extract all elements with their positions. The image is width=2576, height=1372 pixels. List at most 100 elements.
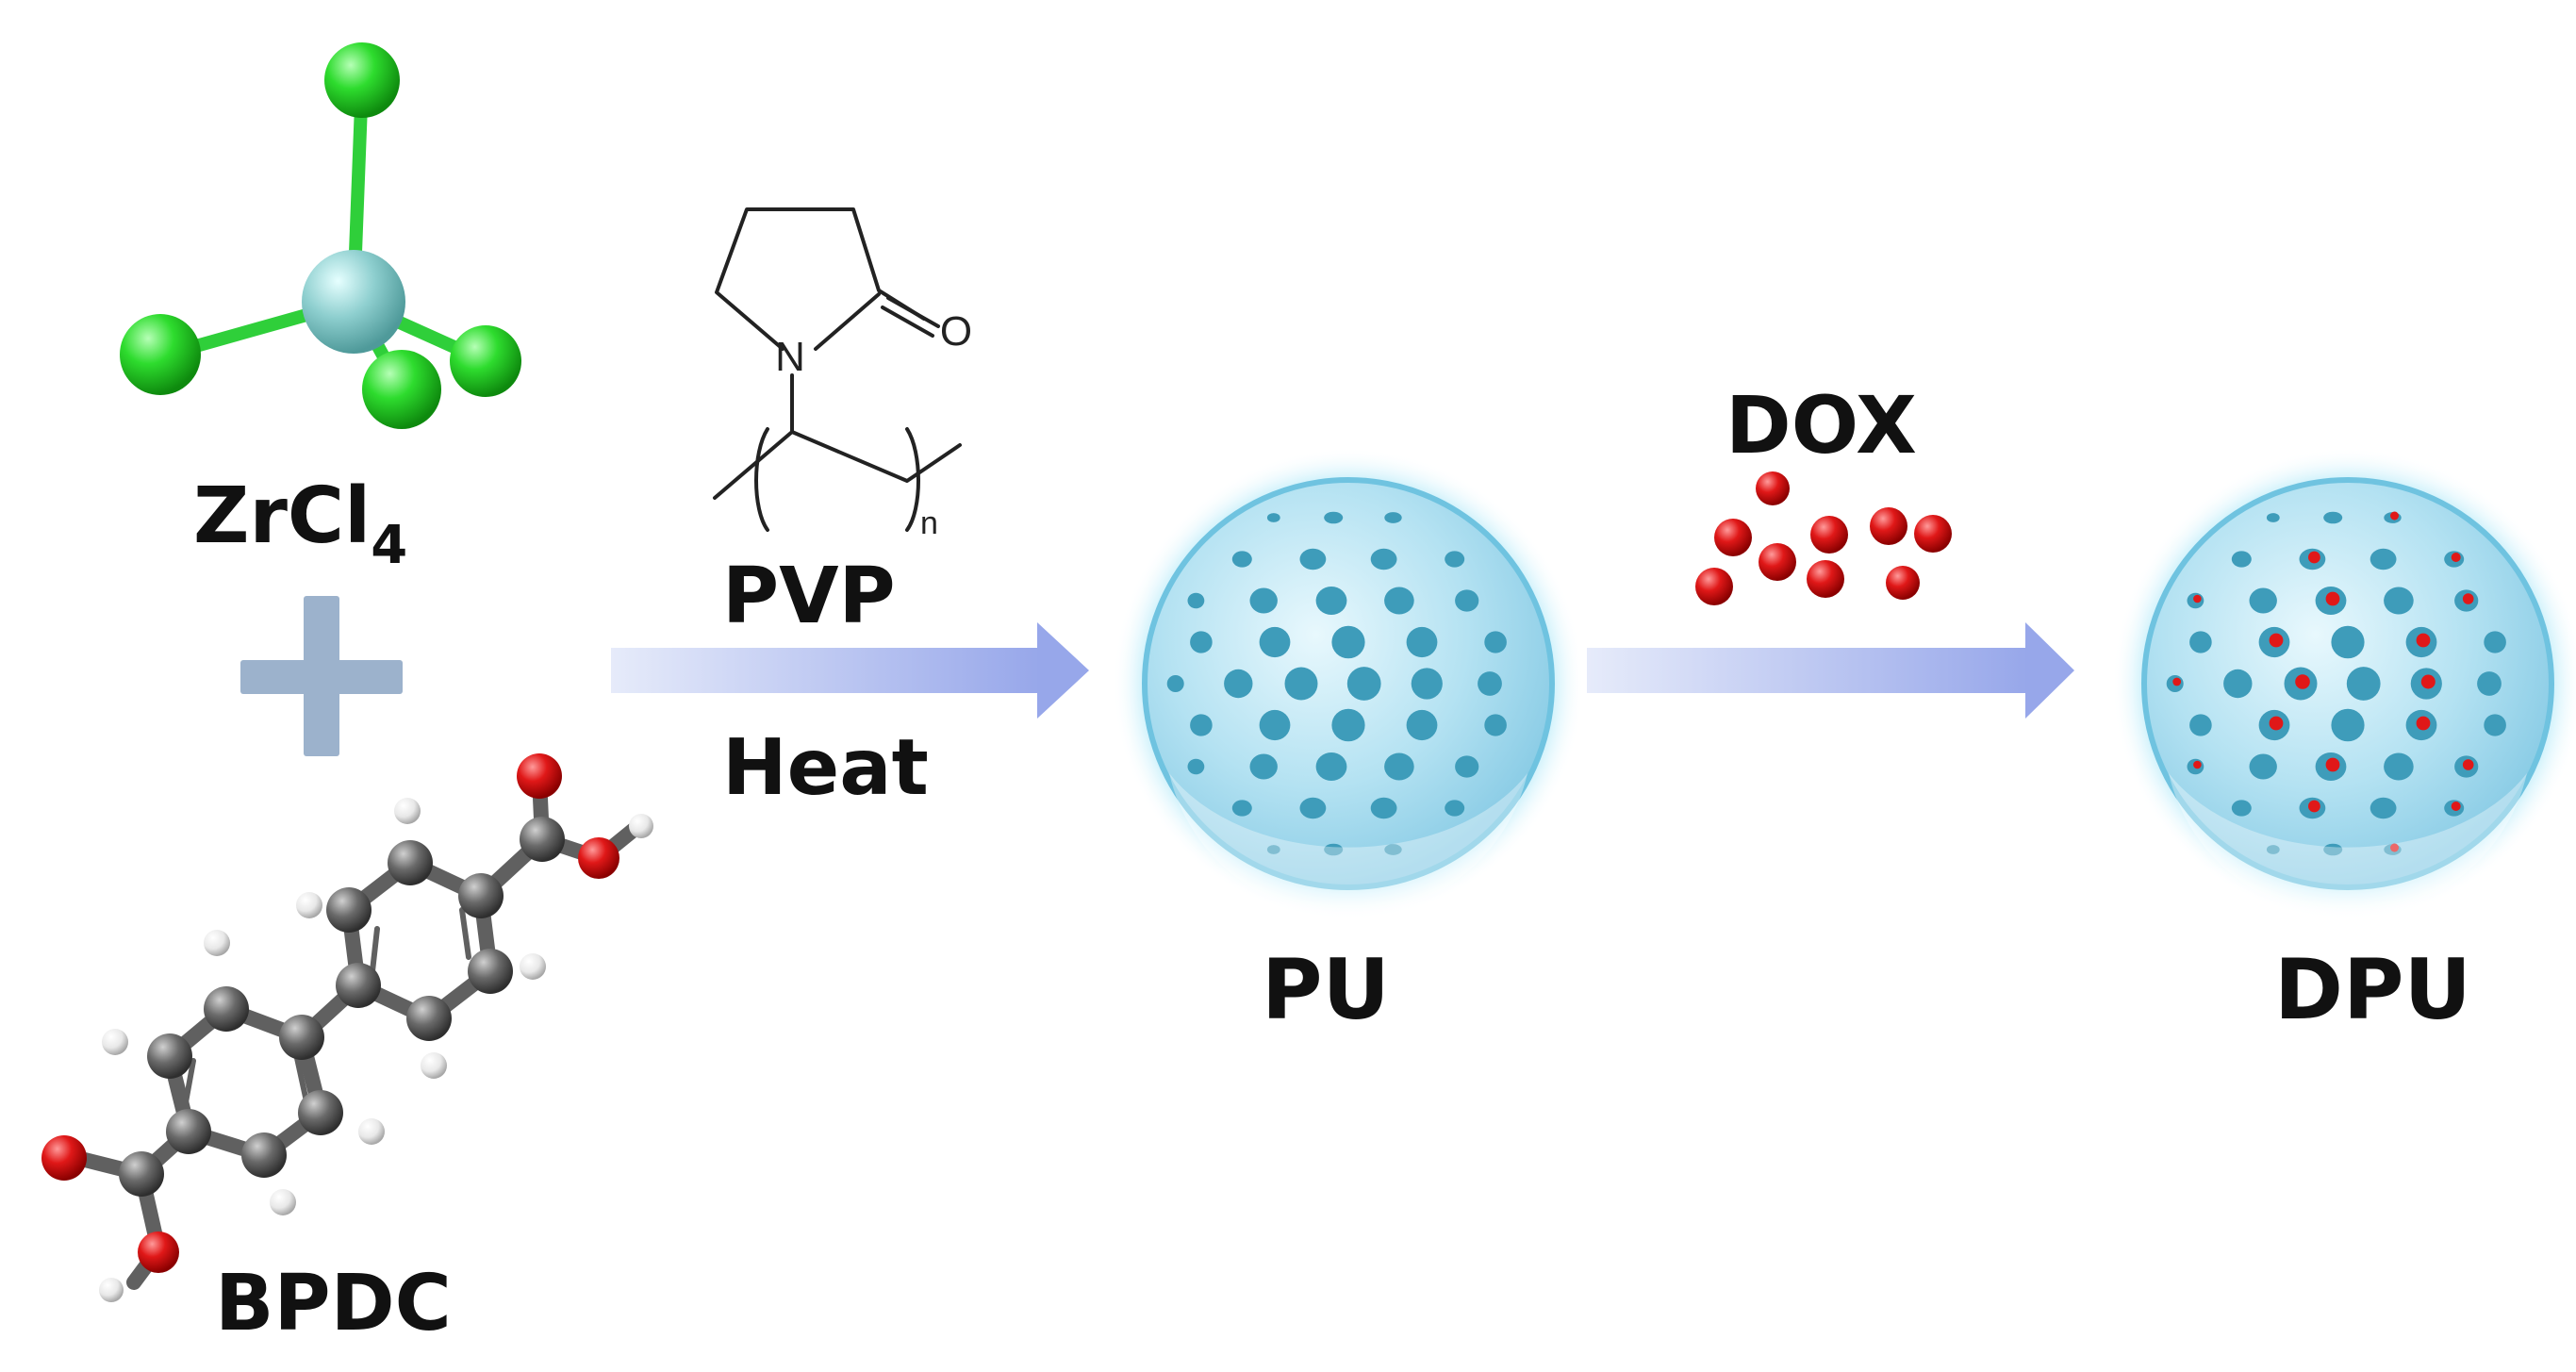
dox-molecule bbox=[2462, 593, 2474, 604]
pore bbox=[1406, 626, 1438, 658]
pore bbox=[2477, 671, 2502, 696]
pvp-repeat-subscript: n bbox=[920, 505, 938, 541]
pore bbox=[2384, 752, 2414, 781]
pore bbox=[2323, 843, 2343, 856]
pore bbox=[2231, 551, 2252, 568]
pore bbox=[2370, 548, 2397, 570]
pvp-label: PVP bbox=[722, 552, 896, 641]
pore bbox=[1455, 755, 1479, 778]
dpu-label: DPU bbox=[2274, 941, 2471, 1038]
pore bbox=[1331, 625, 1365, 659]
pore bbox=[2384, 587, 2414, 615]
pore bbox=[2484, 714, 2506, 736]
pore bbox=[2266, 845, 2280, 854]
dox-molecule bbox=[2295, 674, 2310, 689]
dox-molecule bbox=[2416, 633, 2431, 648]
dox-molecule bbox=[2390, 843, 2399, 852]
pore bbox=[1445, 551, 1465, 568]
pore bbox=[1249, 587, 1278, 614]
pore bbox=[1231, 800, 1252, 817]
pore bbox=[2370, 797, 2397, 819]
arrow-right-icon bbox=[1587, 622, 2074, 719]
pore bbox=[1445, 800, 1465, 817]
pore bbox=[1484, 714, 1507, 736]
dox-molecules bbox=[1695, 471, 1952, 605]
pore bbox=[1249, 753, 1278, 780]
pore bbox=[2266, 513, 2280, 522]
pore bbox=[2331, 708, 2365, 742]
pore bbox=[1411, 668, 1443, 700]
chlorine-atom bbox=[450, 325, 521, 397]
pore bbox=[1406, 709, 1438, 741]
pore bbox=[2231, 800, 2252, 817]
pore bbox=[1346, 667, 1381, 701]
oxygen-atoms bbox=[41, 753, 619, 1273]
dox-molecule bbox=[2193, 760, 2202, 769]
carbon-atoms bbox=[119, 817, 565, 1197]
pore bbox=[1231, 551, 1252, 568]
pu-particle bbox=[1113, 448, 1584, 919]
chlorine-atom bbox=[362, 350, 441, 429]
dox-label: DOX bbox=[1726, 379, 1917, 471]
chlorine-atom bbox=[120, 314, 201, 395]
pore bbox=[2189, 631, 2212, 653]
pore bbox=[1266, 513, 1280, 522]
pore bbox=[1315, 752, 1347, 781]
pore bbox=[1190, 631, 1213, 653]
chlorine-atom bbox=[324, 42, 400, 118]
pore bbox=[1478, 671, 1502, 696]
pore bbox=[2249, 753, 2277, 780]
dox-molecule bbox=[2420, 674, 2436, 689]
dox-molecule bbox=[2416, 716, 2431, 731]
dox-molecule bbox=[2451, 802, 2461, 811]
pore bbox=[2249, 587, 2277, 614]
pore bbox=[2223, 669, 2253, 699]
pu-label: PU bbox=[1262, 941, 1390, 1038]
pore bbox=[1259, 709, 1291, 741]
dox-molecule bbox=[2308, 551, 2320, 564]
pore bbox=[1455, 589, 1479, 612]
pore bbox=[1266, 845, 1280, 854]
pore bbox=[2346, 667, 2381, 701]
pore bbox=[1315, 587, 1347, 615]
zrcl4-label: ZrCl4 bbox=[193, 471, 407, 576]
dox-molecule bbox=[2172, 677, 2182, 686]
dox-molecule bbox=[2269, 716, 2284, 731]
pvp-structure bbox=[713, 207, 962, 532]
pore bbox=[1384, 844, 1402, 855]
pore bbox=[1384, 587, 1414, 615]
pore bbox=[1299, 548, 1327, 570]
dox-molecule bbox=[2308, 800, 2320, 813]
pore bbox=[1284, 667, 1318, 701]
pore bbox=[1187, 758, 1205, 775]
pore bbox=[1384, 752, 1414, 781]
dox-molecule bbox=[2451, 553, 2461, 562]
pore bbox=[2331, 625, 2365, 659]
hydrogen-atoms bbox=[99, 798, 653, 1302]
heat-label: Heat bbox=[722, 723, 929, 813]
pore bbox=[1259, 626, 1291, 658]
pore bbox=[1299, 797, 1327, 819]
pore bbox=[1324, 843, 1344, 856]
dox-molecule bbox=[2325, 591, 2340, 606]
pore bbox=[1370, 797, 1397, 819]
dox-molecule bbox=[2390, 511, 2399, 521]
pore bbox=[1190, 714, 1213, 736]
pore bbox=[1187, 592, 1205, 609]
pore bbox=[1370, 548, 1397, 570]
arrow-right-icon bbox=[611, 622, 1089, 719]
pore bbox=[2484, 631, 2506, 653]
zirconium-atom bbox=[302, 250, 405, 354]
zrcl4-molecule bbox=[120, 42, 521, 429]
bpdc-label: BPDC bbox=[215, 1259, 452, 1348]
pore bbox=[1324, 511, 1344, 524]
dpu-particle bbox=[2112, 448, 2576, 919]
pore bbox=[1331, 708, 1365, 742]
bpdc-molecule bbox=[41, 753, 653, 1302]
pore bbox=[1484, 631, 1507, 653]
dox-molecule bbox=[2193, 594, 2202, 603]
dox-molecule bbox=[2269, 633, 2284, 648]
pore bbox=[1224, 669, 1253, 699]
pvp-nitrogen-atom: N bbox=[775, 334, 805, 380]
